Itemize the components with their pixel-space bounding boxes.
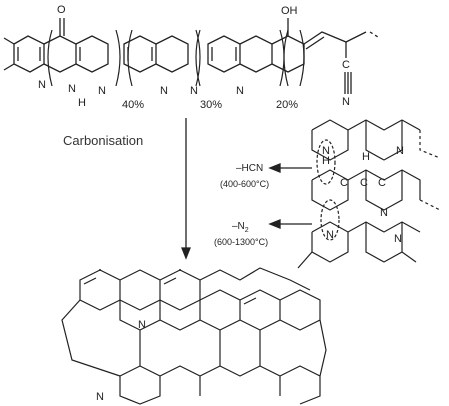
ring-3 <box>75 35 109 73</box>
ring-nitrogen-3: N <box>160 85 168 97</box>
ring-6 <box>207 35 241 73</box>
n2-loss-label: –N2 <box>232 221 249 235</box>
n2-loss-subscript: 2 <box>244 227 249 234</box>
ladder-h-2: H <box>362 151 370 163</box>
ladder-n-1: N <box>322 145 330 157</box>
ring-nitrogen-1: N <box>38 79 46 91</box>
hcn-loss-temperature: (400-600°C) <box>220 179 270 189</box>
process-arrows <box>181 118 312 260</box>
carbonisation-label: Carbonisation <box>63 133 144 148</box>
n2-loss-temperature: (600-1300°C) <box>214 237 269 247</box>
nh-hydrogen-label: H <box>78 97 86 109</box>
ring-nitrogen-2: N <box>98 85 106 97</box>
ring-2 <box>43 35 77 73</box>
ladder-h-1: H <box>322 155 330 167</box>
ring-5 <box>155 35 189 73</box>
ring-7 <box>239 35 273 73</box>
ladder-n-3: N <box>380 207 388 219</box>
fraction-label-3: 20% <box>276 99 299 111</box>
fraction-label-1: 40% <box>122 99 145 111</box>
hcn-loss-label: –HCN <box>236 163 264 174</box>
graphitic-structure <box>61 267 327 405</box>
ring-nitrogen-4: N <box>190 85 198 97</box>
polymer-chain <box>3 18 379 94</box>
hydroxyl-label: OH <box>281 5 298 17</box>
ladder-c-2: C <box>360 177 368 189</box>
n2-loss-base: –N <box>232 221 245 232</box>
copolymer-brackets <box>47 29 305 87</box>
nitrile-carbon-label: C <box>342 59 350 71</box>
ladder-n-2: N <box>396 145 404 157</box>
carbonyl-oxygen-label: O <box>57 4 66 16</box>
graphitic-n-2: N <box>96 391 104 403</box>
tail <box>303 31 367 45</box>
ladder-c-3: C <box>378 177 386 189</box>
ring-nitrogen-5: N <box>236 85 244 97</box>
vertex-markers <box>99 269 181 271</box>
ladder-c-1: C <box>340 177 348 189</box>
ladder-structure <box>297 119 441 269</box>
nitrile-nitrogen-label: N <box>342 96 350 108</box>
ladder-n-5: N <box>394 233 402 245</box>
ring-8 <box>271 35 305 73</box>
ladder-n-4: N <box>326 229 334 241</box>
graphitic-n-1: N <box>138 319 146 331</box>
nh-nitrogen-label: N <box>68 83 76 95</box>
fraction-label-2: 30% <box>200 99 223 111</box>
